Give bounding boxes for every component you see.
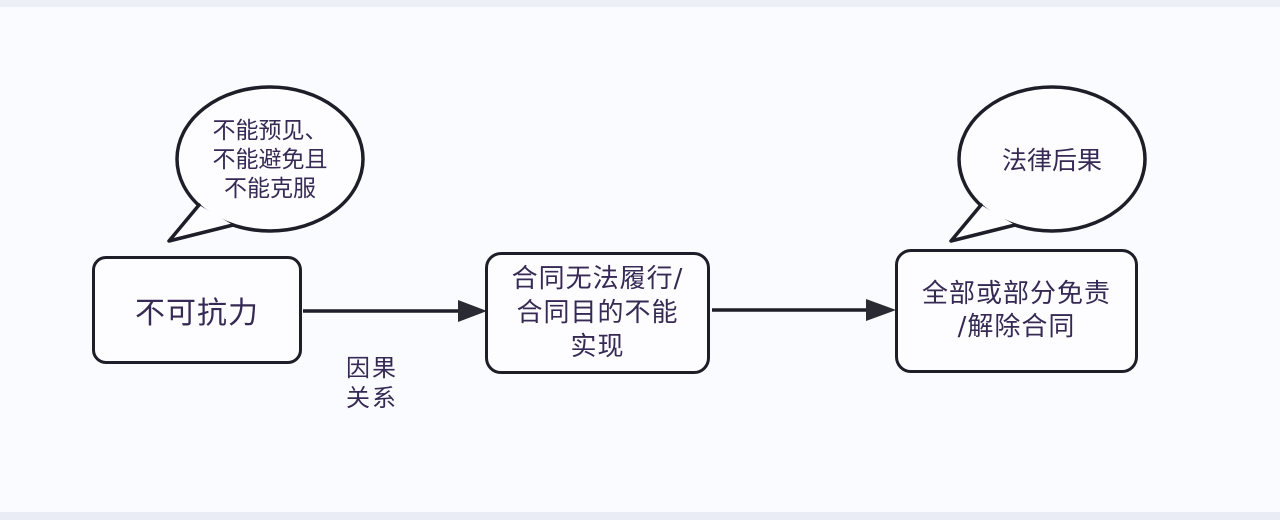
speech-bubble-definition-body: [175, 85, 365, 233]
speech-bubble-legal-consequence-tail: [949, 203, 1017, 243]
speech-bubble-legal-consequence-text: 法律后果: [1001, 146, 1102, 175]
arrow-causal-relation: [303, 300, 487, 322]
node-force-majeure: 不可抗力: [92, 256, 302, 364]
bottom-edge-band: [0, 512, 1280, 520]
arrow-causal-relation-head: [458, 300, 487, 322]
speech-bubble-definition: [167, 85, 365, 243]
speech-bubble-legal-consequence: [949, 85, 1147, 243]
node-contract-impossible: 合同无法履行/ 合同目的不能 实现: [485, 252, 710, 374]
speech-bubble-legal-consequence-body: [957, 85, 1147, 233]
arrow-consequence-head: [866, 299, 896, 321]
top-edge-band: [0, 0, 1280, 7]
speech-bubble-definition-text: 不能预见、 不能避免且 不能克服: [212, 118, 328, 202]
speech-bubble-definition-tail: [167, 203, 235, 243]
causal-relation-label: 因果 关系: [346, 354, 398, 412]
node-exemption: 全部或部分免责 /解除合同: [895, 249, 1138, 373]
arrow-consequence: [712, 299, 896, 321]
